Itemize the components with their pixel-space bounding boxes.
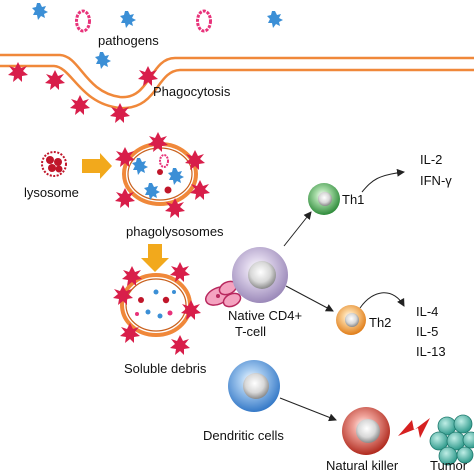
membrane-antigens [8,62,158,123]
t-cell-label: T-cell [235,324,266,339]
pathogen-star-icon [132,158,148,175]
antigen-star-icon [185,150,205,170]
pathogen-star-icon [120,11,136,28]
dendritic-cells-label: Dendritic cells [203,428,284,443]
th2-cytokine-arrow [359,292,405,309]
antigen-star-icon [113,285,133,305]
pathogen-ring-icon [159,154,169,168]
pathogen-star-icon [267,11,283,28]
phagolysosomes-label: phagolysosomes [126,224,224,239]
tumor-label: Tumor [430,458,468,473]
phagolysosome-1 [122,142,198,206]
naive-cd4-t-cell [232,247,288,303]
phagolysosome-1-antigens [115,132,210,218]
pathogen-ring-icon [75,9,91,33]
antigen-star-icon [165,198,185,218]
lightning-bolt-icon [398,418,430,438]
pathogen-star-icon [95,52,111,69]
natural-killer-label: Natural killer [326,458,399,473]
antigen-star-icon [45,70,65,90]
lysosome-label: lysosome [24,185,79,200]
antigen-star-icon [120,323,140,343]
th1-cytokine-1: IL-2 [420,152,442,167]
antigen-star-icon [148,132,168,152]
tumor-cluster [429,414,474,466]
maturation-arrow [141,244,169,272]
mhc-receptor-icon [204,280,242,308]
arrow-to-th2 [285,285,334,312]
th2-cell [336,305,366,335]
pathogen-star-icon [32,3,48,20]
soluble-debris-label: Soluble debris [124,361,207,376]
pathogen-star-icon [168,168,184,185]
antigen-star-icon [181,300,201,320]
arrow-to-th1 [283,211,312,247]
antigen-star-icon [138,66,158,86]
th1-cytokine-2: IFN-γ [420,173,452,188]
antigen-star-icon [115,188,135,208]
th1-label: Th1 [342,192,364,207]
antigen-star-icon [70,95,90,115]
dendritic-cell [228,360,280,412]
free-pathogens [32,3,283,33]
antigen-star-icon [170,335,190,355]
antigen-star-icon [122,266,142,286]
native-cd4-label: Native CD4+ [228,308,302,323]
th1-cytokine-arrow [361,168,405,193]
phagolysosome-2 [120,273,192,337]
cell-membrane [0,53,474,110]
pathogen-ring-icon [196,9,212,33]
antigen-star-icon [115,147,135,167]
pathogen-star-icon [144,183,160,200]
antigen-star-icon [8,62,28,82]
th2-cytokine-2: IL-5 [416,324,438,339]
lysosome-icon [41,151,67,177]
antigen-star-icon [190,180,210,200]
antigen-star-icon [170,262,190,282]
arrow-to-nk [279,397,337,422]
fusion-arrow [82,153,112,179]
th2-cytokine-1: IL-4 [416,304,438,319]
th2-label: Th2 [369,315,391,330]
phagolysosome-2-antigens [113,262,201,355]
pathogens-label: pathogens [98,33,159,48]
th2-cytokine-3: IL-13 [416,344,446,359]
natural-killer-cell [342,407,390,455]
phagocytosis-label: Phagocytosis [153,84,231,99]
th1-cell [308,183,340,215]
antigen-star-icon [110,103,130,123]
